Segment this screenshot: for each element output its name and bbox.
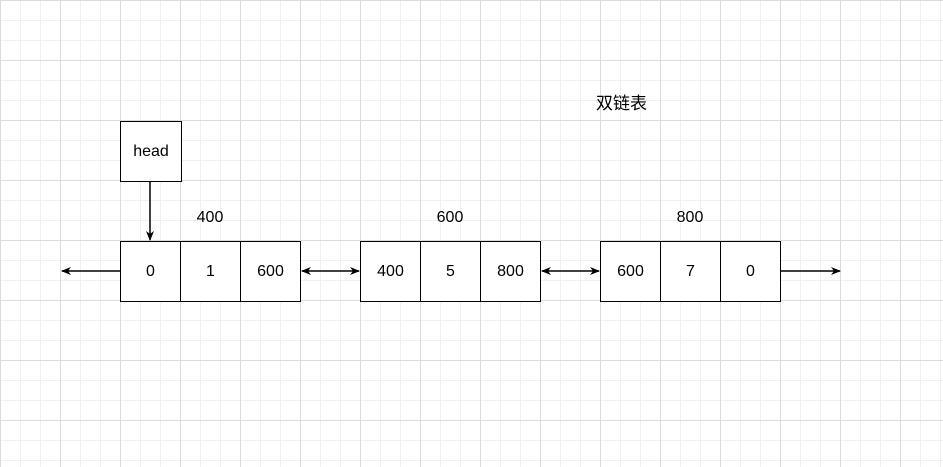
node-2-address: 600	[436, 209, 464, 226]
node-1-prev: 0	[146, 262, 155, 280]
node-3-next: 0	[720, 242, 780, 301]
node-2-prev: 400	[377, 262, 404, 280]
node-3-address: 800	[676, 209, 704, 226]
list-node-1: 0 1 600	[120, 241, 301, 302]
diagram-title: 双链表	[596, 94, 647, 114]
node-3-prev: 600	[617, 262, 644, 280]
node-2-next: 800	[480, 242, 540, 301]
node-1-data: 1	[180, 242, 240, 301]
list-node-3: 600 7 0	[600, 241, 781, 302]
head-box: head	[120, 121, 182, 182]
list-node-2: 400 5 800	[360, 241, 541, 302]
node-2-data: 5	[420, 242, 480, 301]
node-1-next: 600	[240, 242, 300, 301]
node-1-address: 400	[196, 209, 224, 226]
head-label: head	[133, 142, 169, 160]
node-3-data: 7	[660, 242, 720, 301]
